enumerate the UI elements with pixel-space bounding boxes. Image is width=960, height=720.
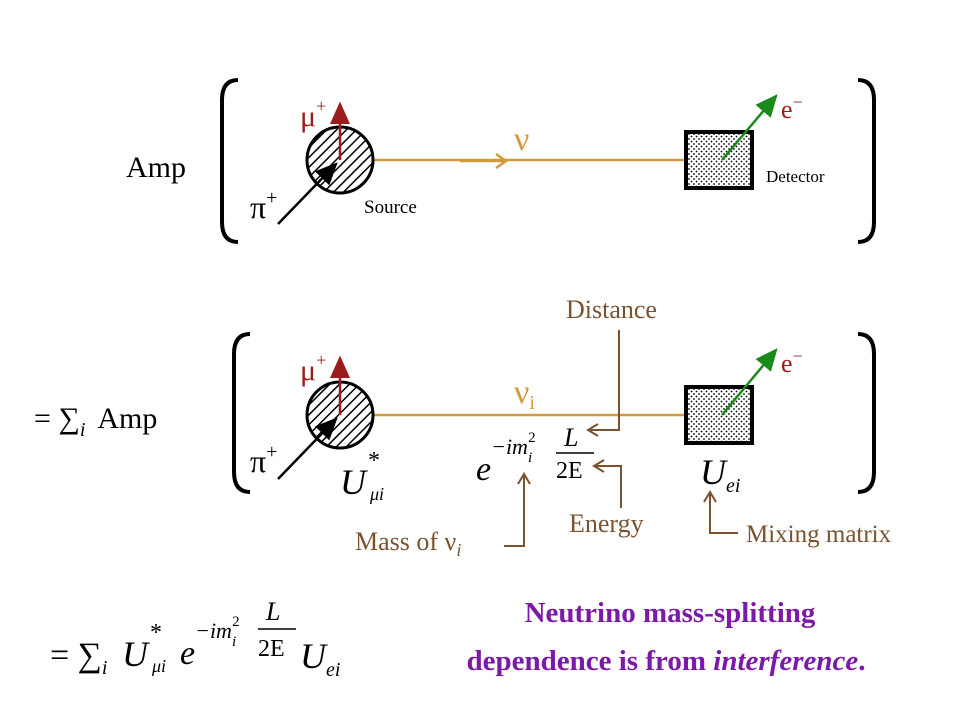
formula-u1: U*μi <box>122 620 166 676</box>
energy-label: Energy <box>569 509 644 538</box>
bottom-u-source: U*μi <box>340 448 384 504</box>
mass-pointer <box>504 476 525 547</box>
bottom-exp-base: e <box>476 451 491 488</box>
bottom-right-bracket <box>857 332 876 494</box>
bottom-neutrino-index: i <box>529 392 535 414</box>
top-pion-charge: + <box>266 187 277 209</box>
bottom-pion-track <box>277 417 338 480</box>
bottom-muon-label: μ+ <box>300 350 326 387</box>
bottom-sum-index: i <box>80 419 86 441</box>
formula-sum: = ∑i <box>50 637 107 679</box>
top-pion-label: π+ <box>250 187 277 225</box>
mass-of-index: i <box>456 540 461 560</box>
bottom-electron-charge: − <box>793 346 803 366</box>
formula-u1-star: * <box>150 620 162 646</box>
conclusion-line-1: Neutrino mass-splitting <box>525 597 816 629</box>
mass-of-label: Mass of νi <box>355 527 461 560</box>
distance-label: Distance <box>566 295 657 324</box>
top-pion-track <box>277 162 338 225</box>
bottom-u-source-sub: μi <box>369 484 384 504</box>
bottom-left-bracket <box>232 332 251 494</box>
bottom-electron-track <box>721 348 778 416</box>
bottom-muon-charge: + <box>316 350 326 370</box>
formula-exponential: e−imi2 <box>180 614 240 672</box>
distance-pointer <box>590 330 620 431</box>
conclusion-line-2: dependence is from interference. <box>467 645 866 677</box>
top-electron-label: e− <box>781 92 803 124</box>
top-left-bracket <box>220 78 239 244</box>
bottom-equals-sum: = ∑ <box>34 402 80 435</box>
top-detector-label: Detector <box>766 167 825 186</box>
bottom-neutrino-label: νi <box>514 374 535 414</box>
bottom-exp-power-sub: i <box>528 450 532 466</box>
bottom-sum-amp: = ∑i Amp <box>34 402 157 441</box>
bottom-detector-box <box>684 385 754 445</box>
top-amp-label: Amp <box>126 151 186 184</box>
mixing-matrix-label: Mixing matrix <box>746 521 892 548</box>
formula-exp-power-sub: i <box>232 634 236 650</box>
bottom-electron-label: e− <box>781 346 803 378</box>
top-electron-charge: − <box>793 92 803 112</box>
bottom-u-det-sub: ei <box>726 475 740 497</box>
bottom-frac-den: 2E <box>556 458 583 484</box>
top-detector-box <box>684 130 754 190</box>
bottom-amp-label: Amp <box>97 402 157 435</box>
top-electron-track <box>721 94 778 161</box>
energy-pointer <box>596 465 622 508</box>
top-neutrino-arrow <box>460 152 509 170</box>
annotations <box>504 330 738 547</box>
bottom-frac-num: L <box>563 423 578 452</box>
conclusion-text: Neutrino mass-splitting dependence is fr… <box>467 597 866 677</box>
summary-formula: = ∑i U*μi e−imi2 L 2E Uei <box>50 597 340 681</box>
top-muon-label: μ+ <box>300 96 326 133</box>
formula-u2-sub: ei <box>326 659 340 681</box>
formula-exp-power-sup: 2 <box>232 614 240 630</box>
formula-sum-index: i <box>102 657 108 679</box>
top-muon-charge: + <box>316 96 326 116</box>
formula-exp-power: −im <box>195 618 232 643</box>
mixing-matrix-pointer <box>709 494 738 534</box>
formula-frac-num: L <box>265 597 280 626</box>
bottom-exp-power: −im <box>491 434 528 459</box>
formula-u2: Uei <box>300 636 340 681</box>
formula-frac-den: 2E <box>258 636 285 662</box>
conclusion-italic-word: interference <box>713 645 858 677</box>
top-source-label: Source <box>364 197 417 218</box>
bottom-exponential: e−imi 2 <box>476 430 536 488</box>
bottom-u-det: Uei <box>700 452 740 497</box>
bottom-pion-label: π+ <box>250 441 277 479</box>
bottom-pion-charge: + <box>266 441 277 463</box>
bottom-exp-power-sup: 2 <box>528 430 536 446</box>
top-panel: Amp μ+ π+ ν e− Source Detector <box>126 78 876 244</box>
top-neutrino-label: ν <box>514 121 529 158</box>
top-right-bracket <box>857 78 876 244</box>
bottom-u-source-star: * <box>368 448 380 474</box>
formula-u1-sub: μi <box>151 656 166 676</box>
